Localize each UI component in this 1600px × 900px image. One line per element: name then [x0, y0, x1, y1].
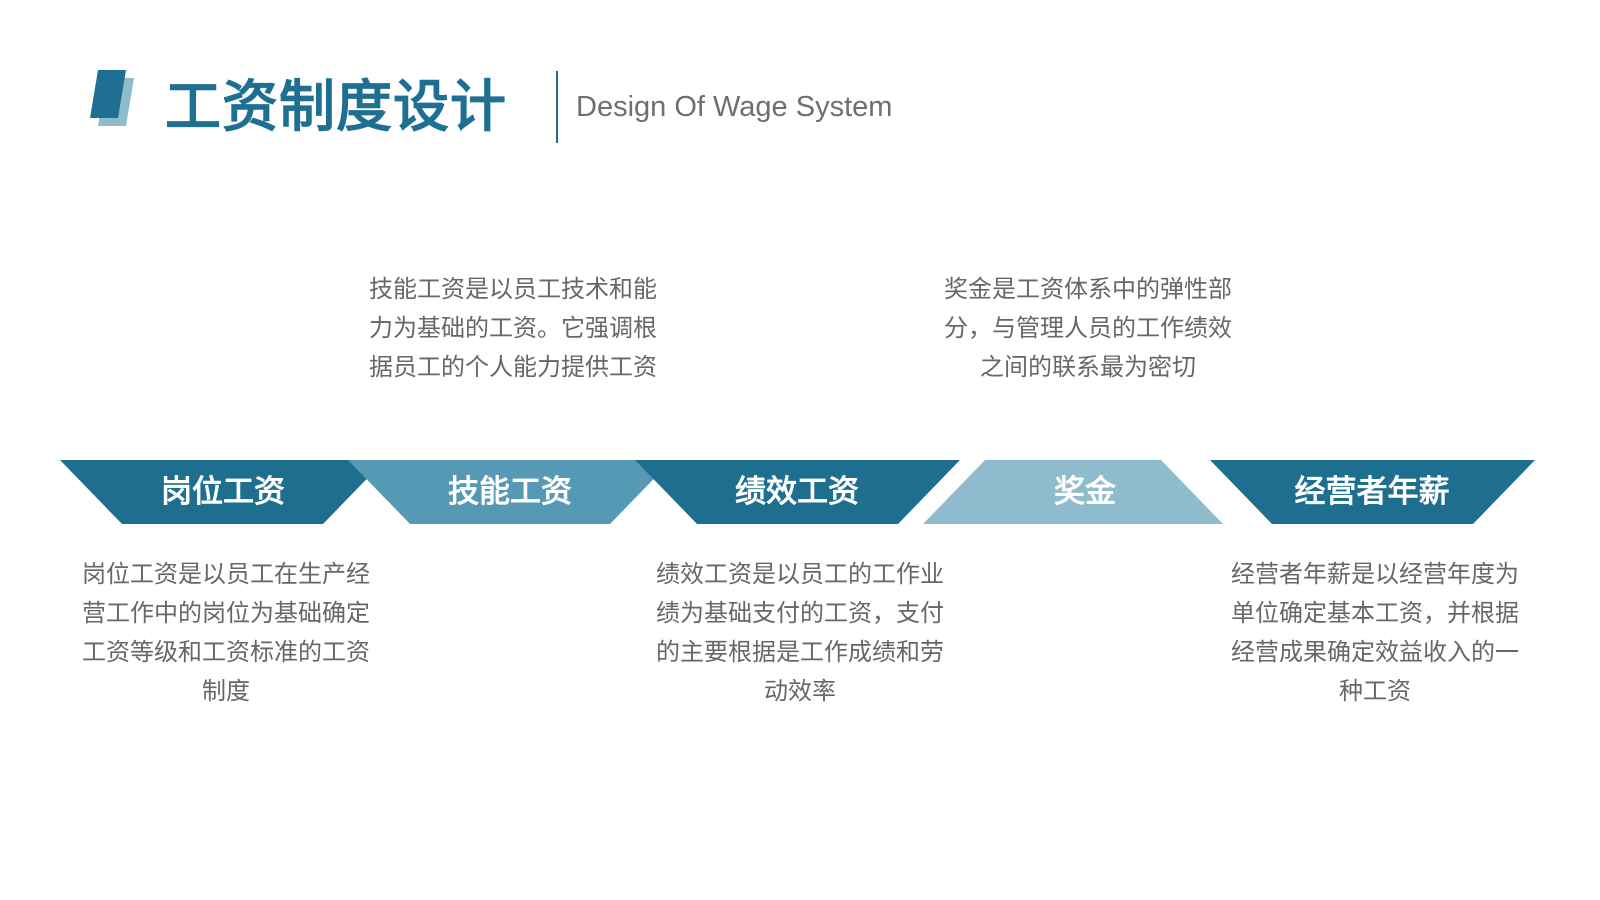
page-subtitle: Design Of Wage System [576, 91, 893, 123]
wage-ribbon [60, 460, 1535, 524]
ribbon-segment-2 [348, 460, 672, 524]
ribbon-label-performance-wage: 绩效工资 [735, 474, 859, 510]
desc-executive-salary: 经营者年薪是以经营年度为单位确定基本工资，并根据经营成果确定效益收入的一种工资 [1231, 560, 1519, 705]
ribbon-segment-4 [923, 460, 1223, 524]
page-title: 工资制度设计 [165, 75, 507, 140]
ribbon-segment-5 [1210, 460, 1535, 524]
ribbon-label-executive-salary: 经营者年薪 [1294, 474, 1450, 510]
desc-bonus: 奖金是工资体系中的弹性部分，与管理人员的工作绩效之间的联系最为密切 [944, 275, 1232, 381]
ribbon-segment-1 [60, 460, 385, 524]
desc-performance-wage: 绩效工资是以员工的工作业绩为基础支付的工资，支付的主要根据是工作成绩和劳动效率 [656, 560, 944, 705]
title-divider [556, 71, 558, 143]
ribbon-label-skill-wage: 技能工资 [448, 474, 572, 510]
ribbon-label-post-wage: 岗位工资 [161, 474, 285, 510]
ribbon-segment-3 [635, 460, 960, 524]
logo-mark-icon [90, 70, 134, 126]
ribbon-label-bonus: 奖金 [1054, 474, 1116, 510]
desc-skill-wage: 技能工资是以员工技术和能力为基础的工资。它强调根据员工的个人能力提供工资 [369, 275, 657, 381]
desc-post-wage: 岗位工资是以员工在生产经营工作中的岗位为基础确定工资等级和工资标准的工资制度 [82, 560, 370, 705]
